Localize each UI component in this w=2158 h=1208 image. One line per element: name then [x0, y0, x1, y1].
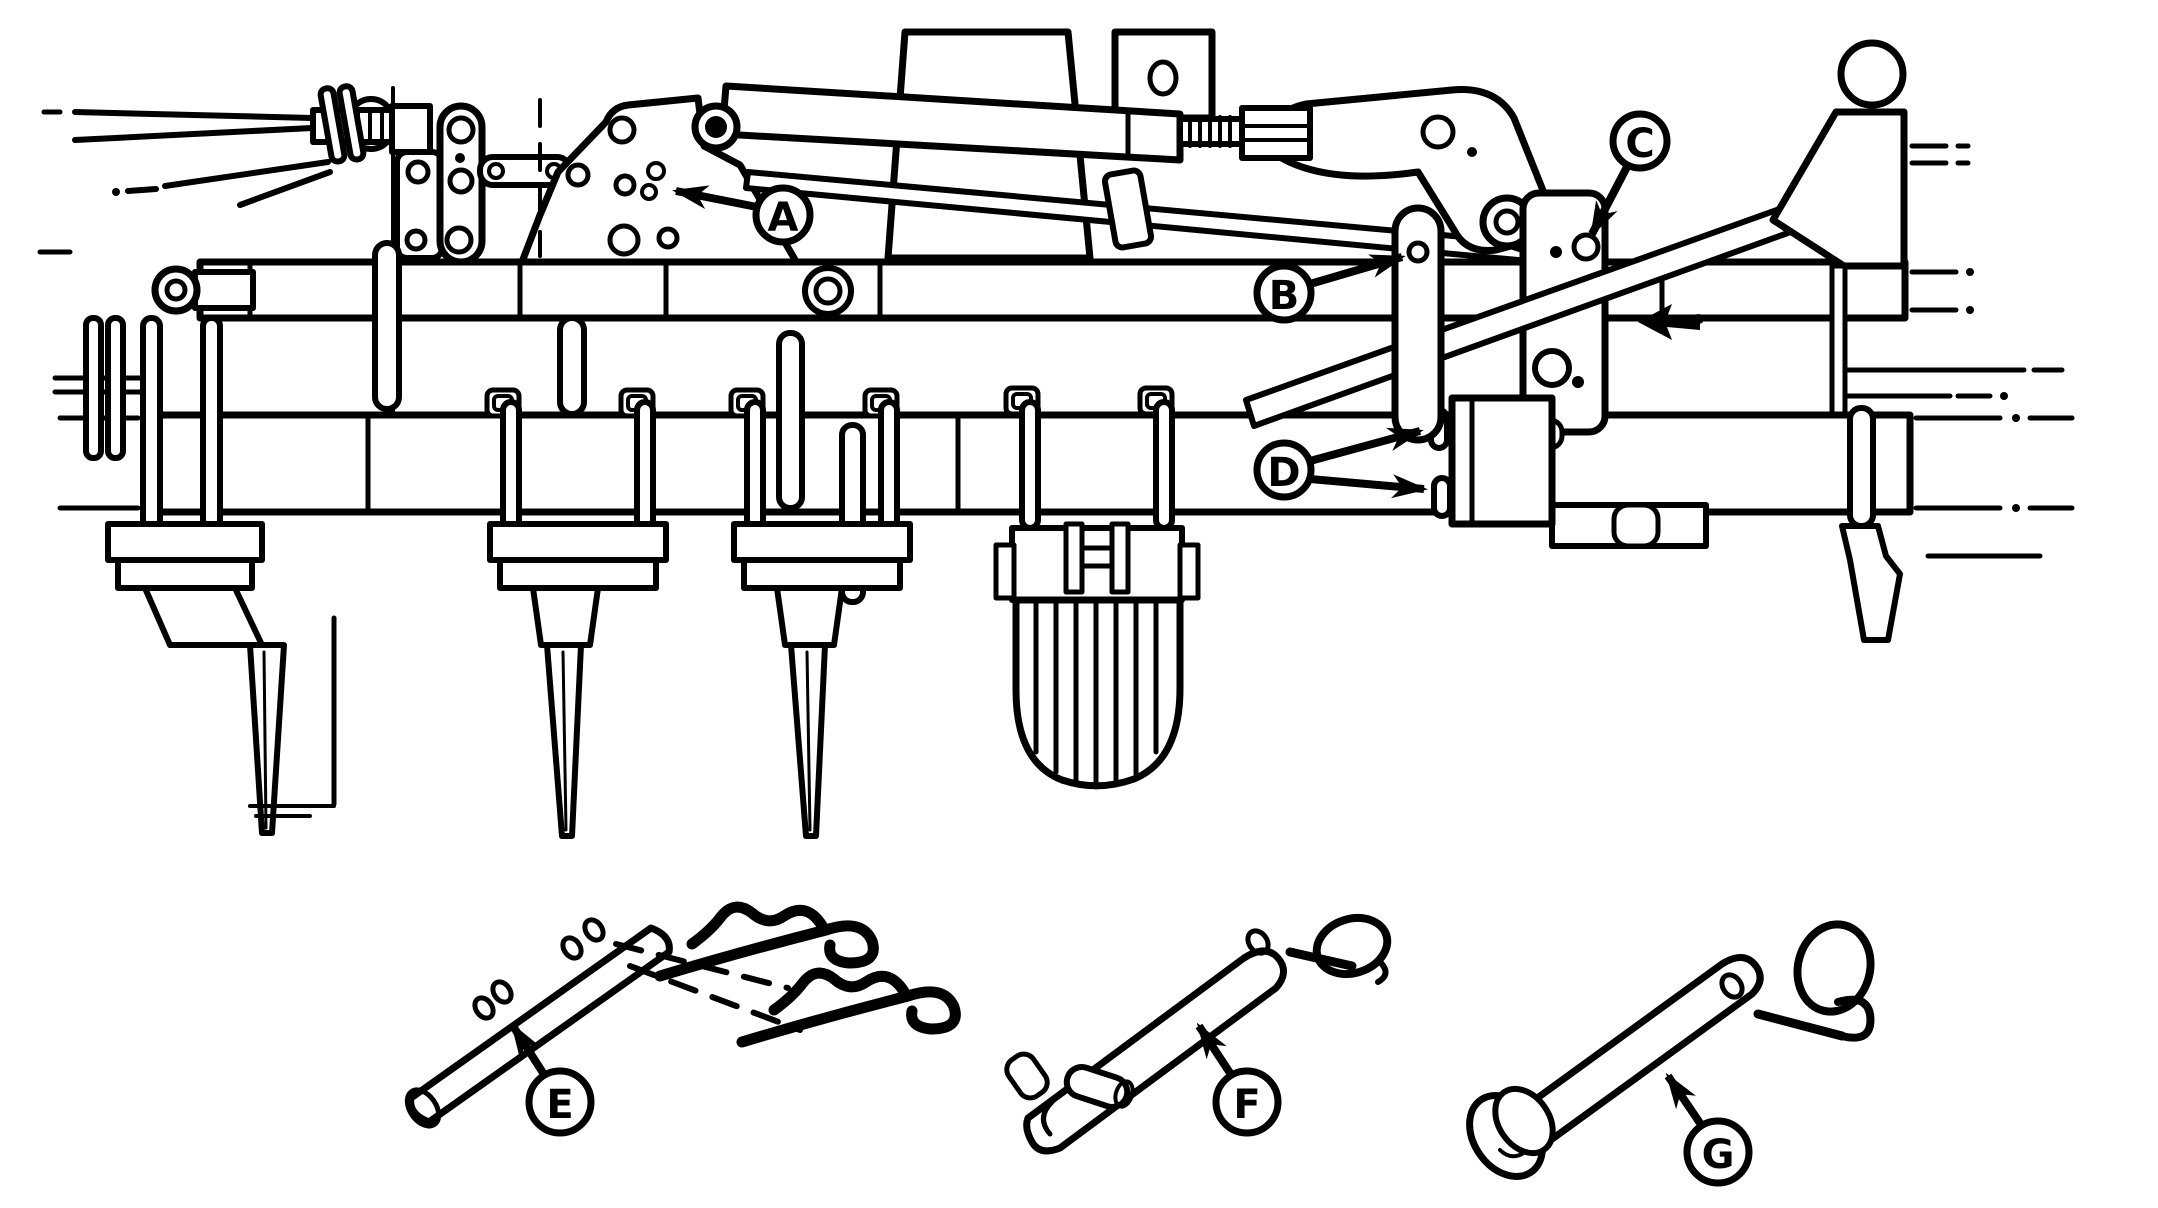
mast-plate-small — [1111, 28, 1216, 122]
cross-handle — [1063, 1064, 1131, 1110]
clamp-bar — [336, 83, 367, 163]
callout-arrow-c — [1588, 163, 1632, 238]
rod-yoke — [1239, 105, 1313, 161]
hairpin-cotter — [654, 901, 879, 982]
clamp-bar — [317, 85, 348, 165]
hairpin-cotter — [736, 967, 961, 1048]
callout-c: C — [1588, 110, 1671, 238]
crank-hole — [1420, 114, 1456, 150]
callout-arrow-e — [509, 1022, 549, 1079]
rear-mast-bracket — [1769, 39, 2065, 417]
shank-assembly-1 — [105, 315, 337, 836]
hydraulic-cylinder — [691, 82, 1245, 164]
lock-clip — [1285, 914, 1392, 985]
bar-dash-right — [1909, 268, 1974, 314]
adjustment-hole-b — [640, 183, 658, 201]
shank-assembly-right — [1549, 502, 1903, 643]
detail-hinge-pin — [404, 901, 961, 1129]
callout-letter: F — [1233, 1082, 1260, 1128]
shank-assembly-center — [993, 385, 1201, 790]
callout-letter: E — [546, 1082, 573, 1128]
hanger-pin — [372, 240, 402, 412]
callout-circle-f — [1212, 1067, 1282, 1137]
callout-arrow-b — [1308, 253, 1406, 288]
callout-letter: G — [1702, 1132, 1735, 1178]
callout-circle-e — [525, 1067, 595, 1137]
shank-pivot-pin — [776, 330, 805, 511]
boot-ribs — [1033, 599, 1159, 790]
callout-d: D — [1253, 427, 1428, 501]
callout-circle-g — [1683, 1117, 1753, 1187]
callout-e: E — [509, 1022, 595, 1137]
ring-clip — [1753, 920, 1875, 1042]
detail-clevis-pin — [1466, 920, 1875, 1180]
callout-arrow-d — [1308, 427, 1424, 465]
callout-arrow-g — [1664, 1072, 1706, 1129]
callout-circle-b — [1253, 262, 1315, 324]
eye-stub — [192, 269, 256, 311]
callouts-layer: A B C D E F G — [509, 110, 1753, 1187]
bolt-marker — [1638, 304, 1700, 340]
chisel-point — [247, 642, 287, 836]
chisel-point — [1839, 523, 1903, 643]
rear-ledge — [1842, 367, 2065, 400]
knob-ball — [1837, 39, 1907, 109]
clamp-pin-lower — [1431, 475, 1453, 519]
adjustment-hole-a — [646, 161, 666, 181]
shank-assembly-2 — [484, 387, 669, 839]
callout-f: F — [1195, 1022, 1282, 1137]
callout-b: B — [1253, 253, 1406, 324]
hitch-eye — [151, 265, 201, 315]
rear-clamp-pin — [1847, 405, 1876, 529]
callout-circle-c — [1609, 110, 1671, 172]
callout-circle-a — [752, 184, 814, 246]
yoke-block — [389, 103, 433, 155]
callout-circle-d — [1253, 439, 1315, 501]
c-target-hole — [1571, 232, 1601, 262]
bearing-block — [1428, 394, 1556, 528]
mast-plate-hole — [1147, 59, 1179, 97]
b-link — [1391, 204, 1445, 444]
shank-assembly-3 — [728, 387, 913, 839]
callout-letter: B — [1269, 273, 1300, 319]
callout-letter: A — [768, 195, 799, 241]
bar-bushing — [802, 265, 854, 317]
callout-g: G — [1664, 1072, 1753, 1187]
callout-arrow-d — [1309, 474, 1428, 499]
callout-arrow-f — [1195, 1022, 1236, 1079]
callout-letter: C — [1625, 121, 1654, 167]
rod-sleeve — [1101, 167, 1155, 251]
callout-a: A — [672, 184, 814, 246]
b-target-pin — [1406, 240, 1430, 264]
cylinder-barrel — [718, 82, 1184, 164]
hanger-pin — [557, 315, 587, 417]
callout-arrow-a — [672, 185, 758, 211]
toolbar-dash-right — [1913, 414, 2075, 559]
mast-dash-right — [1909, 143, 1971, 166]
hanger-plate-rear — [394, 149, 445, 261]
hitch-linkage — [41, 83, 573, 266]
callout-letter: D — [1267, 450, 1300, 496]
detail-tee-pin — [1004, 914, 1392, 1155]
